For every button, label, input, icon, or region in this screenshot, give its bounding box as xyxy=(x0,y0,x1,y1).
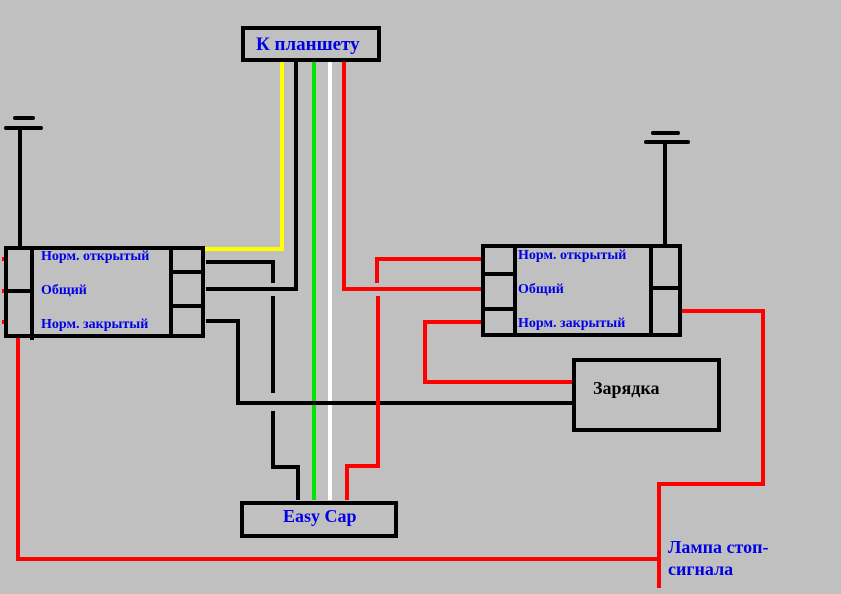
charger-label: Зарядка xyxy=(593,378,660,398)
wire-yellow xyxy=(204,60,284,251)
charger-box xyxy=(572,358,721,432)
wire-red-nc-charger xyxy=(423,320,573,384)
wire-red-tablet xyxy=(342,58,482,291)
wire-black-no-left xyxy=(206,260,275,283)
wire-red-no-right xyxy=(375,257,482,283)
wire-black-nc-charger xyxy=(206,319,575,405)
wire-red-lamp-left xyxy=(16,336,659,561)
relay-left-contact-nc: Норм. закрытый xyxy=(41,317,149,332)
easycap-box xyxy=(240,501,398,538)
tablet-label: К планшету xyxy=(256,34,360,55)
ground-symbol-right xyxy=(644,131,690,248)
relay-right xyxy=(481,244,682,337)
relay-left xyxy=(4,246,205,340)
relay-left-contact-common: Общий xyxy=(41,283,87,298)
tablet-box xyxy=(241,26,381,62)
wire-red-easycap xyxy=(345,296,380,500)
easycap-label: Easy Cap xyxy=(283,506,357,526)
lamp-label-line1: Лампа стоп- xyxy=(668,537,769,557)
lamp-label-line2: сигнала xyxy=(668,559,734,579)
wire-black-tablet xyxy=(206,58,298,291)
relay-right-contact-nc: Норм. закрытый xyxy=(518,316,626,331)
wire-black-easycap xyxy=(271,411,300,500)
relay-left-contact-no: Норм. открытый xyxy=(41,249,150,264)
wire-red-lamp-right xyxy=(657,309,765,588)
relay-right-contact-common: Общий xyxy=(518,282,564,297)
relay-right-contact-no: Норм. открытый xyxy=(518,248,627,263)
ground-symbol-left xyxy=(4,116,43,250)
